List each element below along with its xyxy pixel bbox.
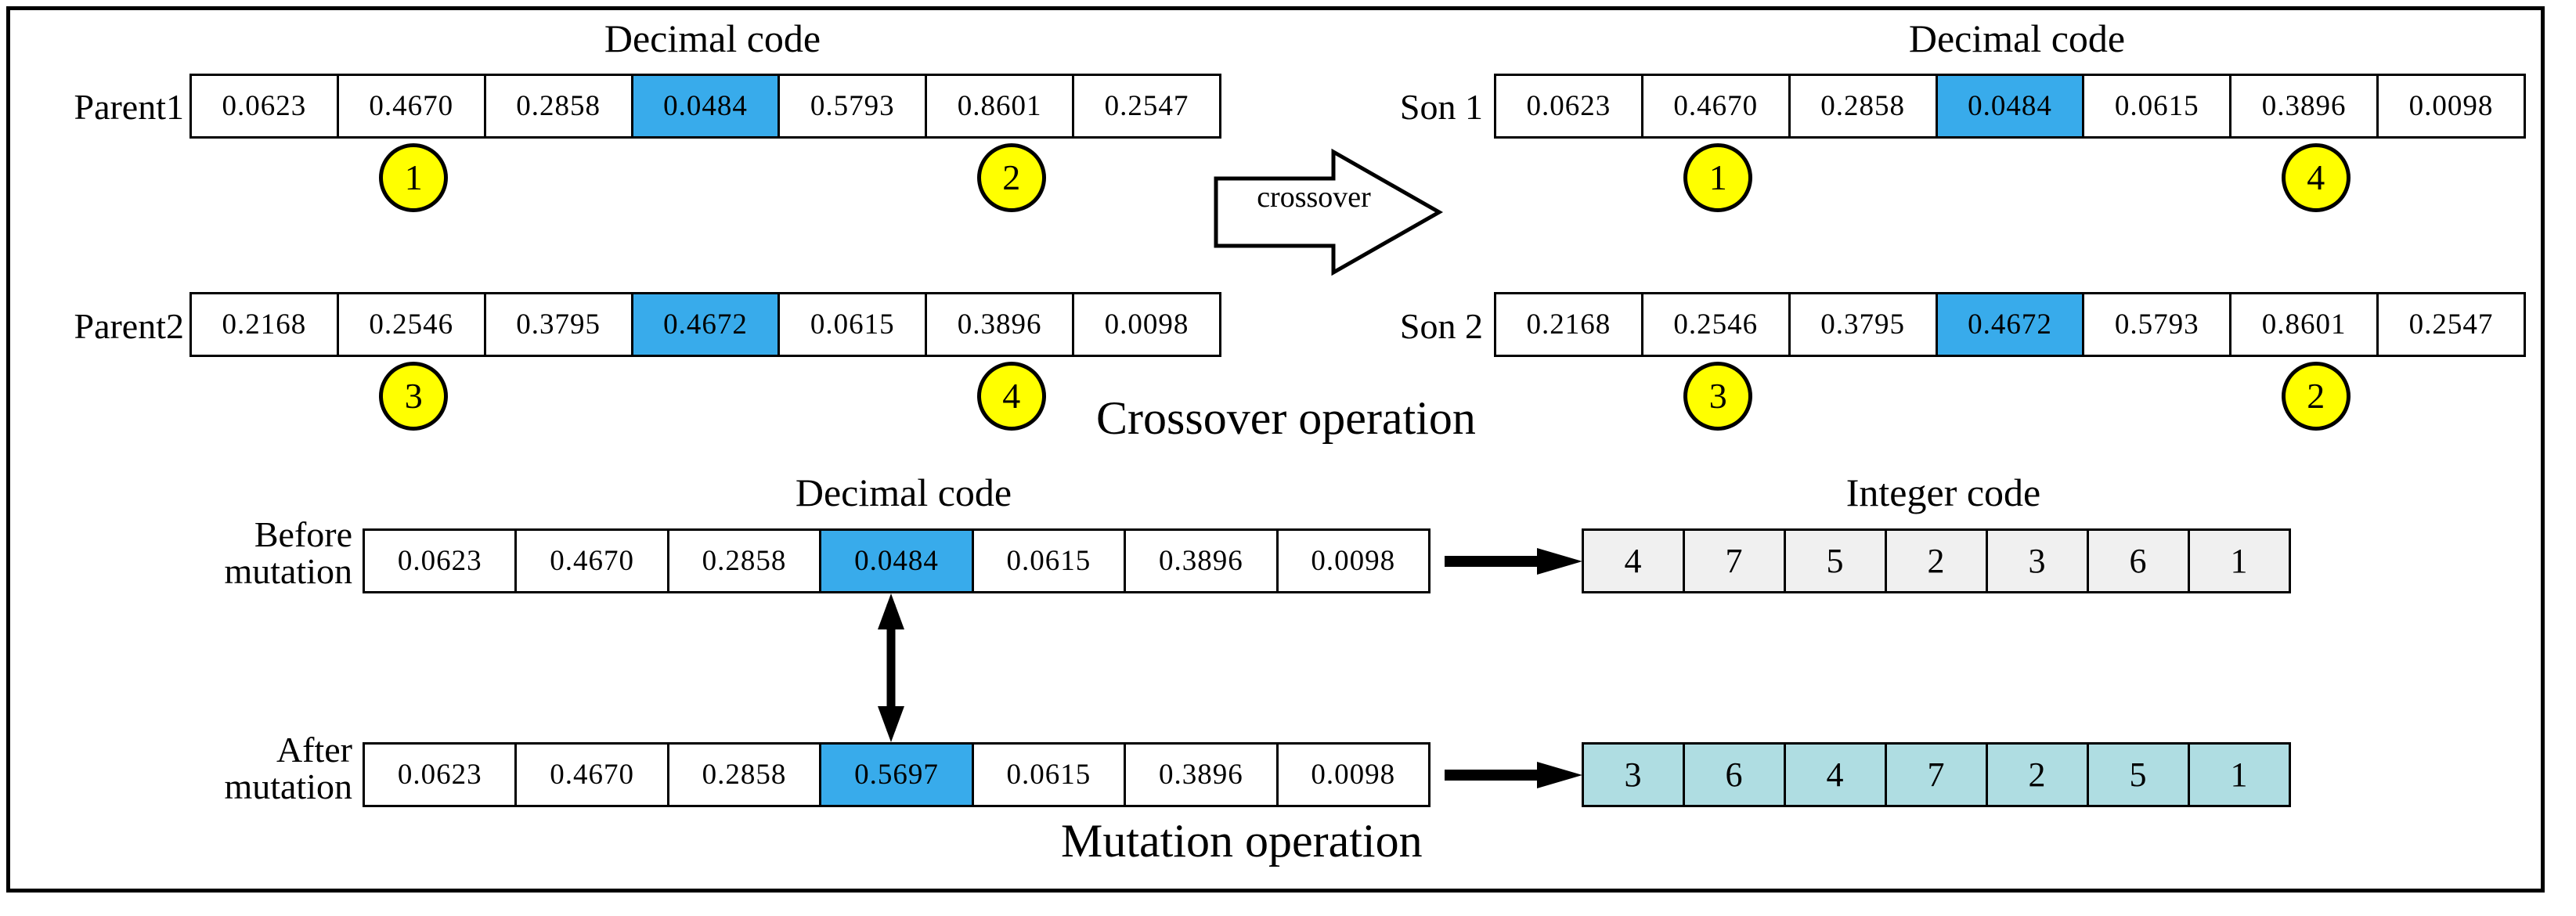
arrow-up-down-icon [878,593,904,742]
after-decimal-cell-1: 0.4670 [514,742,669,807]
crossover-arrow-label: crossover [1257,181,1371,214]
row-label-after-mutation-line2: mutation [224,766,352,806]
after-integer-cell-1: 6 [1683,742,1786,807]
row-label-before-mutation-line2: mutation [224,550,352,591]
son2-marker-3: 3 [1683,362,1753,431]
row-label-after-mutation: After mutation [196,730,352,806]
before-decimal-cell-6: 0.0098 [1275,528,1431,593]
parent2-cell-6: 0.0098 [1072,292,1221,357]
arrow-right-icon [1445,548,1582,575]
parent2-marker-4: 4 [976,362,1046,431]
son2-cell-4: 0.5793 [2082,292,2232,357]
arrow-right-icon [1445,762,1582,788]
parent1-cell-3: 0.0484 [630,74,781,139]
after-integer-cell-6: 1 [2188,742,2291,807]
son2-cell-2: 0.3795 [1788,292,1938,357]
son1-cell-3: 0.0484 [1935,74,2085,139]
after-integer-cell-3: 7 [1885,742,1988,807]
parent2-marker-3: 3 [379,362,449,431]
son2-marker-2: 2 [2281,362,2351,431]
son1-cell-2: 0.2858 [1788,74,1938,139]
parent1-marker-2: 2 [976,143,1046,212]
before-integer-cell-5: 6 [2087,528,2190,593]
parent1-cell-1: 0.4670 [336,74,486,139]
heading-decimal-code-left: Decimal code [604,16,821,60]
parent1-cell-2: 0.2858 [483,74,633,139]
crossover-arrow-shape [1214,148,1444,276]
son1-cell-1: 0.4670 [1640,74,1791,139]
before-integer-cell-0: 4 [1582,528,1685,593]
son1-cell-4: 0.0615 [2082,74,2232,139]
son2-cell-0: 0.2168 [1494,292,1643,357]
row-label-after-mutation-line1: After [276,730,352,770]
after-decimal-cell-0: 0.0623 [363,742,518,807]
after-decimal-cell-4: 0.0615 [971,742,1127,807]
parent1-cell-6: 0.2547 [1072,74,1221,139]
caption-crossover-operation: Crossover operation [1096,392,1476,444]
after-integer-cell-5: 5 [2087,742,2190,807]
parent2-cell-4: 0.0615 [777,292,928,357]
crossover-block-arrow: crossover [1212,146,1463,279]
son1-cell-6: 0.0098 [2376,74,2526,139]
before-decimal-cell-0: 0.0623 [363,528,518,593]
after-integer-cell-4: 2 [1986,742,2089,807]
row-label-parent2: Parent2 [74,306,184,346]
before-decimal-cell-5: 0.3896 [1124,528,1279,593]
after-integer-cell-2: 4 [1784,742,1887,807]
after-decimal-cell-6: 0.0098 [1275,742,1431,807]
parent2-cell-3: 0.4672 [630,292,781,357]
after-decimal-cell-5: 0.3896 [1124,742,1279,807]
row-label-parent1: Parent1 [74,87,184,127]
son1-cell-0: 0.0623 [1494,74,1643,139]
parent2-cell-0: 0.2168 [189,292,339,357]
caption-mutation-operation: Mutation operation [1061,815,1423,867]
after-decimal-cell-2: 0.2858 [666,742,822,807]
connector-arrow-before [1445,546,1586,576]
row-label-son2: Son 2 [1399,306,1483,346]
parent2-cell-2: 0.3795 [483,292,633,357]
son2-cell-5: 0.8601 [2229,292,2379,357]
heading-integer-code: Integer code [1845,471,2041,514]
parent2-cell-5: 0.3896 [925,292,1075,357]
son1-cell-5: 0.3896 [2229,74,2379,139]
son2-cell-1: 0.2546 [1640,292,1791,357]
parent2-cell-1: 0.2546 [336,292,486,357]
parent1-marker-1: 1 [379,143,449,212]
before-integer-cell-1: 7 [1683,528,1786,593]
after-decimal-cell-3: 0.5697 [819,742,974,807]
parent1-cell-4: 0.5793 [777,74,928,139]
heading-decimal-code-mutation: Decimal code [795,471,1012,514]
before-integer-cell-6: 1 [2188,528,2291,593]
row-label-before-mutation: Before mutation [196,514,352,591]
parent1-cell-5: 0.8601 [925,74,1075,139]
before-decimal-cell-2: 0.2858 [666,528,822,593]
connector-arrow-after [1445,760,1586,790]
son1-marker-4: 4 [2281,143,2351,212]
son2-cell-3: 0.4672 [1935,292,2085,357]
heading-decimal-code-right: Decimal code [1908,16,2126,60]
row-label-son1: Son 1 [1399,87,1483,127]
before-decimal-cell-4: 0.0615 [971,528,1127,593]
row-label-before-mutation-line1: Before [254,514,352,554]
before-integer-cell-2: 5 [1784,528,1887,593]
before-integer-cell-4: 3 [1986,528,2089,593]
mutation-double-arrow [868,593,915,742]
before-decimal-cell-1: 0.4670 [514,528,669,593]
parent1-cell-0: 0.0623 [189,74,339,139]
after-integer-cell-0: 3 [1582,742,1685,807]
figure-outer-border [6,6,2545,893]
son1-marker-1: 1 [1683,143,1753,212]
before-decimal-cell-3: 0.0484 [819,528,974,593]
before-integer-cell-3: 2 [1885,528,1988,593]
son2-cell-6: 0.2547 [2376,292,2526,357]
